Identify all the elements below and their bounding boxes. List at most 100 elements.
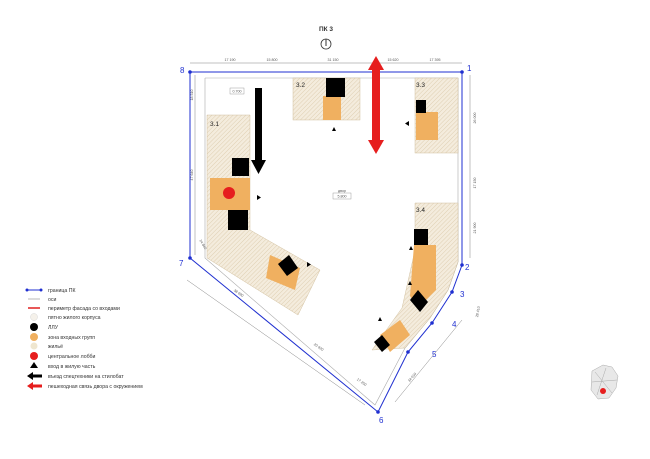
building-label: 3.1 — [210, 121, 219, 128]
axis-number-2: 2 — [465, 263, 470, 272]
pedestrian-link-arrow — [368, 56, 384, 154]
axis-number-3: 3 — [460, 290, 465, 299]
legend-label: пешеходная связь двора с окружением — [48, 384, 143, 390]
building-3-1: 3.1 — [206, 114, 321, 316]
dim-bottom-b: 20 920 — [313, 342, 324, 352]
legend-item: въезд спецтехники на стилобат — [27, 372, 124, 380]
housing-dot-icon — [30, 342, 38, 350]
dim-left-mid: 47 640 — [190, 170, 194, 181]
north-compass-icon — [320, 38, 332, 50]
legend-item: центральное лобби — [30, 352, 96, 360]
vehicle-access-arrow — [251, 88, 266, 174]
entry-triangle-icon — [307, 262, 311, 267]
legend-label: ЛЛУ — [48, 325, 59, 331]
legend-label: оси — [48, 297, 56, 303]
legend-label: центральное лобби — [48, 354, 96, 360]
axis-number-7: 7 — [179, 259, 184, 268]
legend-item: жильё — [30, 342, 63, 350]
building-3-2: 3.2 — [292, 77, 361, 121]
axis-node-6 — [376, 410, 380, 414]
entry-triangle-icon — [257, 195, 261, 200]
courtyard-level: двор 5.800 — [332, 189, 352, 200]
building-label: 3.4 — [416, 207, 425, 214]
dim-top-2: 15 800 — [267, 58, 278, 62]
dim-top-1: 17 190 — [225, 58, 236, 62]
dim-bottom-right: 34 010 — [407, 372, 417, 383]
legend-label: граница ПК — [48, 288, 75, 294]
site-boundary — [188, 70, 464, 414]
entry-triangle-icon — [30, 362, 38, 368]
vehicle-arrow-icon — [27, 372, 42, 380]
entry-markers — [257, 121, 413, 321]
courtyard-label: двор — [338, 189, 346, 193]
legend-item: пешеходная связь двора с окружением — [27, 382, 143, 390]
boundary-line-icon — [25, 288, 29, 292]
core-square-icon — [30, 323, 38, 331]
axis-number-5: 5 — [432, 350, 437, 359]
dimension-lines — [186, 62, 471, 406]
axis-node-7 — [188, 256, 192, 260]
axis-node-1 — [460, 70, 464, 74]
legend-item: зона входных групп — [30, 333, 95, 341]
legend-item: ЛЛУ — [30, 323, 59, 331]
legend: граница ПК оси периметр фасада со входам… — [25, 288, 143, 390]
dim-bottom-c: 17 250 — [356, 377, 367, 387]
llu-core — [278, 255, 298, 276]
building-3-3: 3.3 — [414, 77, 459, 154]
axis-number-8: 8 — [180, 66, 185, 75]
axis-node-3 — [450, 290, 454, 294]
entry-triangle-icon — [408, 281, 412, 285]
entrance-zone — [416, 112, 438, 140]
dim-top-3: 31 150 — [328, 58, 339, 62]
plan-title: ПК 3 — [319, 26, 333, 33]
central-lobby — [223, 187, 235, 199]
entry-triangle-icon — [332, 127, 336, 131]
legend-label: въезд спецтехники на стилобат — [48, 374, 124, 380]
lobby-dot-icon — [30, 352, 38, 360]
llu-core — [374, 335, 390, 352]
llu-core — [416, 100, 426, 113]
dim-right-low: 21 900 — [473, 223, 477, 234]
dim-right-top: 26 000 — [473, 113, 477, 124]
legend-item: пятно жилого корпуса — [30, 313, 101, 321]
axis-node-2 — [460, 263, 464, 267]
dim-top-4: 15 620 — [388, 58, 399, 62]
axis-node-5 — [406, 350, 410, 354]
llu-core — [232, 158, 249, 176]
legend-item: вход в жилую часть — [30, 362, 96, 370]
llu-core — [414, 229, 428, 245]
dim-top-5: 17 395 — [430, 58, 441, 62]
axis-number-4: 4 — [452, 320, 457, 329]
dim-right-small: 28 410 — [475, 306, 481, 318]
axis-node-4 — [430, 321, 434, 325]
axis-number-6: 6 — [379, 416, 384, 425]
entrance-zone-dot-icon — [30, 333, 38, 341]
legend-label: периметр фасада со входами — [48, 306, 120, 312]
legend-item: граница ПК — [25, 288, 75, 294]
axis-number-1: 1 — [467, 64, 472, 73]
entrance-zone — [323, 96, 341, 120]
legend-label: пятно жилого корпуса — [48, 315, 101, 321]
legend-label: жильё — [48, 344, 63, 350]
level-tag-value: 0.700 — [233, 90, 242, 94]
courtyard-elevation: 5.800 — [338, 195, 347, 199]
dim-left-small: 14 840 — [198, 239, 207, 251]
key-plan-thumbnail — [590, 364, 619, 400]
entry-triangle-icon — [378, 317, 382, 321]
level-tag: 0.700 — [229, 87, 245, 95]
building-3-4: 3.4 — [371, 202, 459, 352]
llu-core — [326, 78, 345, 97]
dimension-labels: 17 190 15 800 31 150 15 620 17 395 18 51… — [190, 58, 481, 387]
legend-label: вход в жилую часть — [48, 364, 96, 370]
axis-numbers: 1 2 3 4 5 6 7 8 — [179, 64, 472, 425]
footprint-swatch-icon — [30, 313, 38, 321]
legend-item: периметр фасада со входами — [28, 306, 120, 312]
axis-node-8 — [188, 70, 192, 74]
legend-item: оси — [28, 297, 56, 303]
entry-triangle-icon — [405, 121, 409, 126]
llu-core — [410, 290, 428, 312]
location-marker-icon — [600, 388, 606, 394]
pedestrian-arrow-icon — [27, 382, 42, 390]
building-label: 3.2 — [296, 82, 305, 89]
